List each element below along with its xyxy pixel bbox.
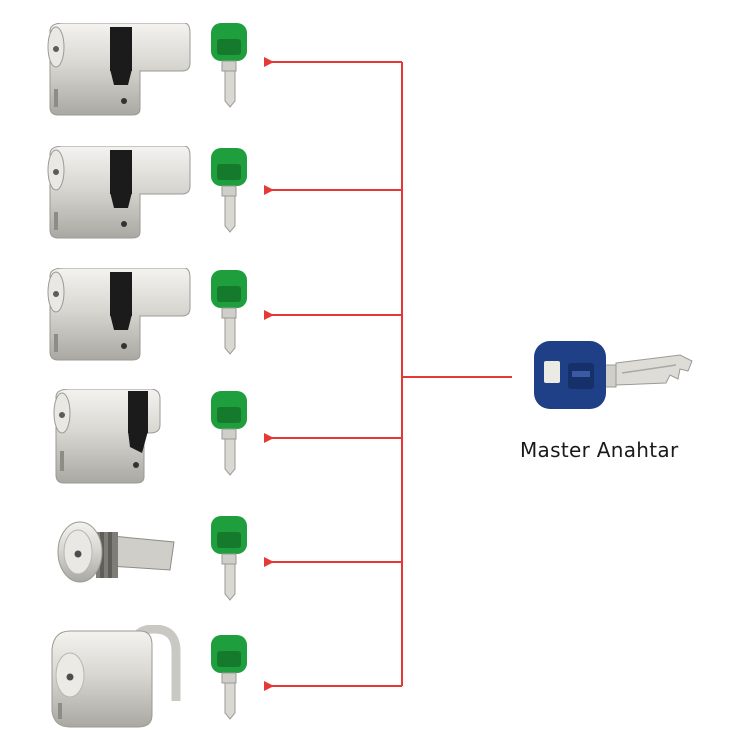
user-key-icon: [211, 270, 247, 355]
master-key-caption: Master Anahtar: [520, 438, 679, 462]
euro-cylinder-icon: [47, 23, 191, 116]
cam-lock-icon: [57, 521, 175, 583]
user-key-icon: [211, 391, 247, 476]
euro-cylinder-icon: [47, 146, 191, 239]
lock-row: [0, 262, 300, 372]
half-cylinder-icon: [53, 389, 161, 484]
user-key-icon: [211, 516, 247, 601]
lock-row: [0, 15, 300, 125]
padlock-icon: [51, 625, 181, 728]
lock-row: [0, 385, 300, 495]
euro-cylinder-icon: [47, 268, 191, 361]
master-key-icon: [534, 341, 693, 409]
user-key-icon: [211, 23, 247, 108]
user-key-icon: [211, 148, 247, 233]
user-key-icon: [211, 635, 247, 720]
lock-row: [0, 140, 300, 250]
lock-row: [0, 625, 300, 735]
lock-row: [0, 510, 300, 620]
